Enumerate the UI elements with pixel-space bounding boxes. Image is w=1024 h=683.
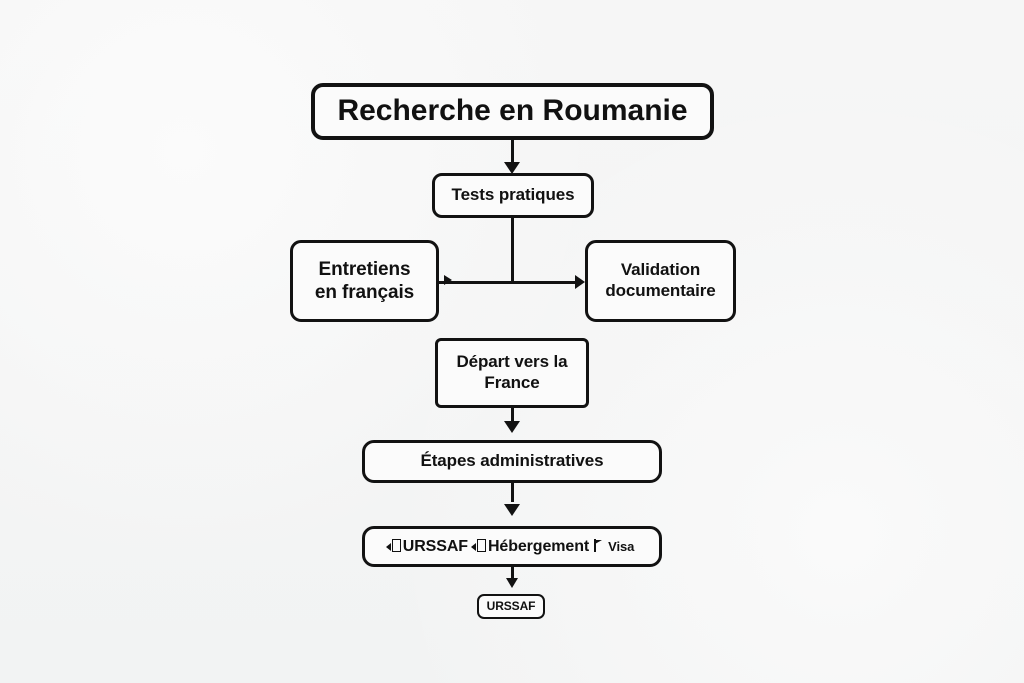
node-validation-documentaire[interactable]: Validation documentaire <box>585 240 736 322</box>
node-entretiens-line1: Entretiens <box>318 258 411 280</box>
node-title-label: Recherche en Roumanie <box>337 94 688 128</box>
document-item-urssaf: URSSAF <box>385 537 468 557</box>
document-item-visa-label: Visa <box>608 538 635 554</box>
node-validation-line1: Validation <box>620 260 701 280</box>
arrowhead-to-validation-icon <box>575 275 585 289</box>
edge-tests-to-junction <box>511 218 514 283</box>
flag-icon <box>590 539 603 553</box>
node-etapes-administratives[interactable]: Étapes administratives <box>362 440 662 483</box>
arrowhead-depart-to-etapes-icon <box>504 421 520 433</box>
documents-line: URSSAF Hébergement Visa <box>385 537 634 557</box>
edge-entretiens-to-validation <box>439 281 580 284</box>
node-depart-vers-la-france[interactable]: Départ vers la France <box>435 338 589 408</box>
edge-etapes-to-documents <box>511 483 514 502</box>
node-urssaf-badge[interactable]: URSSAF <box>477 594 545 619</box>
node-etapes-label: Étapes administratives <box>420 451 604 471</box>
document-item-hebergement: Hébergement <box>468 537 589 557</box>
edge-documents-to-urssaf <box>511 567 514 579</box>
arrowhead-entretiens-exit-icon <box>444 275 452 285</box>
document-item-hebergement-label: Hébergement <box>487 537 590 555</box>
document-item-visa: Visa <box>589 539 634 555</box>
node-recherche-en-roumanie[interactable]: Recherche en Roumanie <box>311 83 714 140</box>
node-validation-line2: documentaire <box>605 281 716 300</box>
edge-title-to-tests <box>511 140 514 166</box>
edge-depart-to-etapes <box>511 408 514 424</box>
document-item-urssaf-label: URSSAF <box>402 537 468 555</box>
missing-glyph-box-icon <box>385 539 402 553</box>
node-depart-line2: France <box>484 373 540 392</box>
arrowhead-title-to-tests-icon <box>504 162 520 174</box>
node-tests-pratiques[interactable]: Tests pratiques <box>432 173 594 218</box>
node-tests-label: Tests pratiques <box>451 185 575 205</box>
missing-glyph-box-icon <box>470 539 487 553</box>
node-urssaf-label: URSSAF <box>486 599 536 614</box>
node-documents-list[interactable]: URSSAF Hébergement Visa <box>362 526 662 567</box>
node-entretiens-en-francais[interactable]: Entretiens en français <box>290 240 439 322</box>
node-depart-label: Départ vers la France <box>456 352 567 393</box>
arrowhead-documents-to-urssaf-icon <box>506 578 518 588</box>
node-entretiens-line2: en français <box>314 282 415 303</box>
node-entretiens-label: Entretiens en français <box>315 258 414 304</box>
node-validation-label: Validation documentaire <box>605 260 715 301</box>
node-depart-line1: Départ vers la <box>456 352 568 372</box>
arrowhead-etapes-to-documents-icon <box>504 504 520 516</box>
